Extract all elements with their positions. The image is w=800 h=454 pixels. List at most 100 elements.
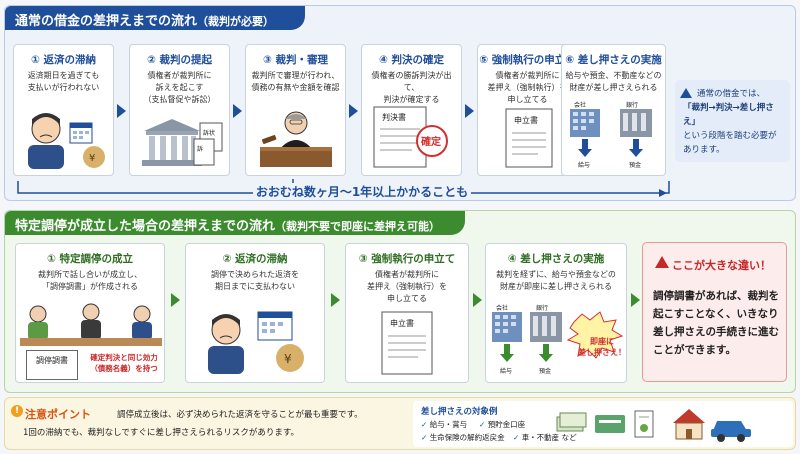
petition-document-icon: 申立書 — [505, 108, 553, 168]
step-title: ③ 強制執行の申立て — [358, 253, 456, 265]
step-desc: 給与や預金、不動産などの 財産が差し押さえられる — [565, 71, 662, 92]
step-title: ⑥ 差し押さえの実施 — [565, 54, 662, 66]
step-title: ④ 差し押さえの実施 — [507, 253, 605, 265]
target-item-label: 車・不動産 など — [521, 433, 577, 442]
caution-label: 注意ポイント — [25, 408, 91, 421]
step-title: ④ 判決の確定 — [378, 54, 445, 66]
insurance-card-icon — [634, 410, 654, 438]
info-icon: ! — [11, 405, 23, 417]
step-card-2: ② 裁判の提起 債権者が裁判所に 訴えを起こす （支払督促や訴訟） 訴状 訴 — [129, 44, 230, 176]
section1-subtitle: （裁判が必要） — [197, 15, 275, 28]
mediation-effect-note: 確定判決と同じ効力 （債務名義）を持つ — [90, 353, 158, 373]
section2-title-text: 特定調停が成立した場合の差押えまでの流れ — [15, 219, 276, 234]
cash-icon — [556, 412, 587, 432]
caution-panel: ! 注意ポイント 調停成立後は、必ず決められた返済を守ることが最も重要です。 1… — [4, 397, 796, 450]
target-item: ✓ 車・不動産 など — [513, 432, 577, 443]
doc-label: 訴状 — [203, 129, 215, 137]
key-difference-box: ここが大きな違い！ 調停調書があれば、裁判を起こすことなく、いきなり差し押さえの… — [642, 242, 787, 382]
house-icon — [673, 409, 705, 440]
courthouse-icon: 訴状 訴 — [142, 119, 223, 166]
step-title: ② 返済の滞納 — [222, 253, 288, 265]
step-card-1: ① 返済の滞納 返済期日を過ぎても 支払いが行われない ¥ — [13, 44, 114, 176]
salary-label: 給与 — [578, 161, 590, 169]
bank-label: 銀行 — [536, 304, 548, 312]
step-title: ③ 裁判・審理 — [262, 54, 329, 66]
normal-debt-flow-section: 通常の借金の差押えまでの流れ（裁判が必要） ① 返済の滞納 返済期日を過ぎても … — [4, 5, 796, 201]
mediation-meeting-icon — [20, 303, 162, 346]
doc-label: 訴 — [197, 145, 203, 153]
note-lead: 通常の借金では、 — [697, 89, 766, 99]
duration-timeline: おおむね数ヶ月〜1年以上かかることも — [17, 179, 677, 203]
svg-text:¥: ¥ — [284, 352, 292, 366]
deposit-label: 預金 — [629, 161, 641, 169]
flow-arrow — [473, 293, 482, 307]
key-difference-title: ここが大きな違い！ — [672, 259, 771, 272]
target-item: ✓ 預貯金口座 — [479, 419, 525, 430]
step-title: ② 裁判の提起 — [146, 54, 213, 66]
mediation-step-card-2: ② 返済の滞納 調停で決められた返済を 期日までに支払わない ¥ — [185, 243, 325, 383]
judge-icon — [260, 111, 332, 167]
mediation-step-card-3: ③ 強制執行の申立て 債権者が裁判所に 差押え（強制執行）を 申し立てる 申立書 — [345, 243, 469, 383]
target-item: ✓ 給与・賞与 — [421, 419, 467, 430]
bankbook-icon — [595, 415, 625, 433]
targets-title: 差し押さえの対象例 — [421, 407, 498, 417]
mediation-step-card-1: ① 特定調停の成立 裁判所で話し合いが成立し、 「調停調書」が作成される 調停調… — [15, 243, 165, 383]
deposit-label: 預金 — [539, 367, 551, 375]
step-desc: 債権者が裁判所に 訴えを起こす （支払督促や訴訟） — [143, 71, 216, 104]
step-title: ① 特定調停の成立 — [46, 253, 134, 265]
seizure-targets-panel: 差し押さえの対象例 ✓ 給与・賞与 ✓ 預貯金口座 ✓ 生命保険の解約返戻金 ✓… — [413, 401, 793, 447]
note-tail: という段階を踏む必要が あります。 — [683, 131, 777, 155]
warning-icon — [680, 88, 692, 98]
step-desc: 裁判を経ずに、給与や預金などの 財産が即座に差し押さえられる — [496, 270, 616, 291]
confirmed-stamp: 確定 — [421, 135, 441, 148]
step-card-4: ④ 判決の確定 債権者の勝訴判決が出て、 判決が確定する 判決書 確定 — [361, 44, 462, 176]
step-card-3: ③ 裁判・審理 裁判所で審理が行われ、 債務の有無や金額を確認 — [245, 44, 346, 176]
check-icon: ✓ — [421, 420, 428, 429]
key-difference-body: 調停調書があれば、裁判を起こすことなく、いきなり差し押さえの手続きに進むことがで… — [653, 290, 779, 356]
company-label: 会社 — [574, 101, 586, 109]
check-icon: ✓ — [479, 420, 486, 429]
doc-label: 判決書 — [382, 112, 406, 122]
seizure-targets-icon: 会社 銀行 給与 預金 — [492, 304, 624, 375]
warning-icon — [655, 256, 669, 268]
section1-title: 通常の借金の差押えまでの流れ（裁判が必要） — [5, 6, 305, 30]
normal-flow-note: 通常の借金では、 「裁判→判決→差し押さえ」 という段階を踏む必要が あります。 — [675, 80, 790, 162]
step-title: ⑤ 強制執行の申立て — [479, 54, 576, 66]
section2-subtitle: （裁判不要で即座に差押え可能） — [275, 220, 441, 233]
worried-person-icon: ¥ — [208, 311, 304, 374]
check-icon: ✓ — [421, 433, 428, 442]
step-desc: 裁判所で審理が行われ、 債務の有無や金額を確認 — [251, 71, 340, 92]
car-icon — [711, 421, 751, 442]
petition-document-icon: 申立書 — [381, 311, 433, 375]
section1-title-text: 通常の借金の差押えまでの流れ — [15, 14, 198, 29]
duration-text: おおむね数ヶ月〜1年以上かかることも — [253, 183, 471, 200]
step-desc: 債権者が裁判所に 差押え（強制執行）を 申し立てる — [367, 270, 447, 303]
section2-title: 特定調停が成立した場合の差押えまでの流れ（裁判不要で即座に差押え可能） — [5, 211, 465, 235]
judgment-document-icon: 判決書 確定 — [373, 106, 448, 168]
seizure-targets-icon: 会社 銀行 給与 預金 — [570, 101, 652, 169]
flow-arrow — [465, 104, 474, 118]
flow-arrow — [171, 293, 180, 307]
step-desc: 返済期日を過ぎても 支払いが行われない — [27, 71, 100, 92]
doc-label: 申立書 — [514, 115, 538, 125]
flow-arrow — [631, 293, 640, 307]
doc-label: 申立書 — [390, 318, 414, 328]
flow-arrow — [349, 104, 358, 118]
flow-arrow — [117, 104, 126, 118]
target-item-label: 給与・賞与 — [429, 420, 468, 429]
flow-arrow — [331, 293, 340, 307]
company-label: 会社 — [496, 304, 508, 312]
step-desc: 調停で決められた返済を 期日までに支払わない — [211, 270, 299, 291]
note-highlight: 「裁判→判決→差し押さえ」 — [683, 103, 774, 127]
step-desc: 債権者の勝訴判決が出て、 判決が確定する — [371, 71, 452, 104]
target-item-label: 預貯金口座 — [487, 420, 526, 429]
worried-person-icon: ¥ — [28, 113, 105, 169]
bank-label: 銀行 — [626, 101, 638, 109]
step-card-6: ⑥ 差し押さえの実施 給与や預金、不動産などの 財産が差し押さえられる 会社 銀… — [561, 44, 666, 176]
step-title: ① 返済の滞納 — [30, 54, 97, 66]
caution-line-1: 調停成立後は、必ず決められた返済を守ることが最も重要です。 — [117, 410, 363, 420]
mediation-record-doc: 調停調書 — [26, 350, 78, 380]
svg-text:¥: ¥ — [89, 153, 95, 164]
caution-line-2: 1回の滞納でも、裁判なしですぐに差し押さえられるリスクがあります。 — [23, 428, 300, 438]
salary-label: 給与 — [500, 367, 512, 375]
